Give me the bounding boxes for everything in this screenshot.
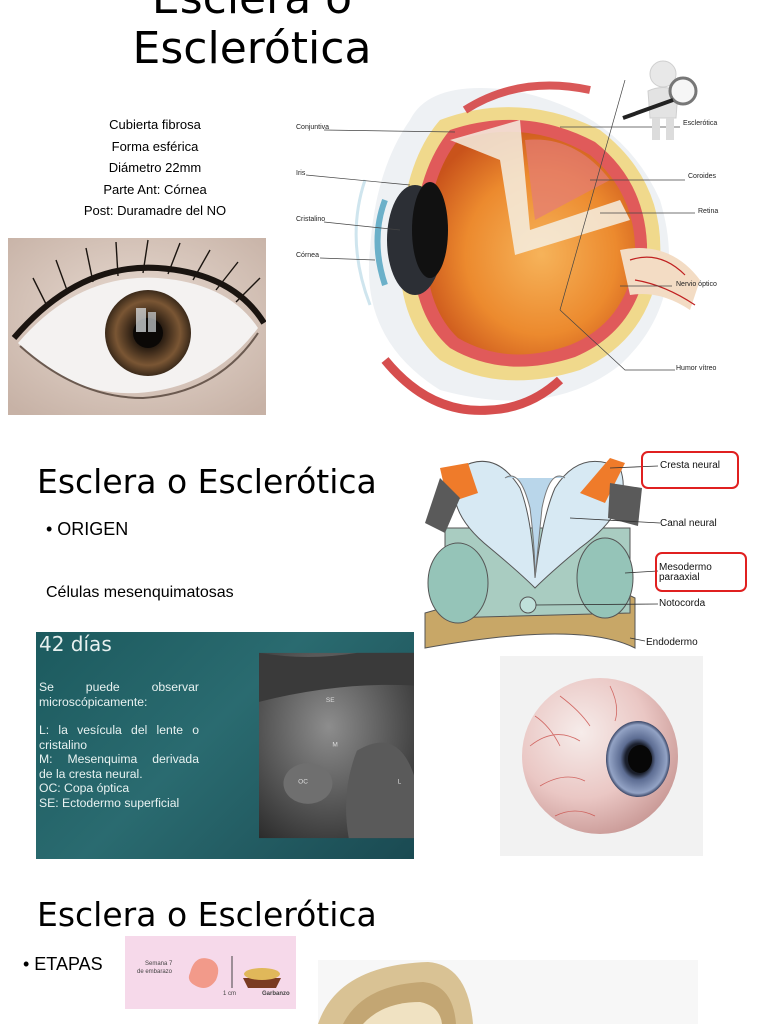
neural-tube-diagram [424,451,747,649]
bullet-etapas: • ETAPAS [23,954,103,974]
slide2-title: Esclera o Esclerótica [37,462,377,501]
label-endodermo: Endodermo [646,637,698,648]
day42-panel: 42 días Se puede observar microscópicame… [36,632,414,859]
day42-line: SE: Ectodermo superficial [39,795,180,810]
fact-item: Post: Duramadre del NO [83,203,227,218]
label-esclerotica: Esclerótica [683,120,718,127]
fact-item: Cubierta fibrosa [109,117,201,132]
title-line1: Esclera o [60,0,444,24]
day42-line: OC: Copa óptica [39,781,130,795]
week7-line1: Semana 7 [145,961,173,967]
day42-line: cristalino [39,737,88,752]
day42-title: 42 días [39,632,112,656]
label-retina: Retina [698,208,719,215]
label-iris: Iris [296,170,306,177]
week7-scale: 1 cm [223,991,237,997]
label-cristalino: Cristalino [296,216,326,223]
title-line2: Esclerótica [132,23,372,74]
label-mesodermo-line1: Mesodermo [659,562,712,573]
week7-line2: de embarazo [137,969,173,975]
fact-item: Diámetro 22mm [108,160,202,175]
day42-line: L: la vesícula del lente o [39,723,199,737]
label-humor-vitreo: Humor vítreo [676,365,717,372]
sem-label-m: M [332,742,337,749]
eye-anatomy-diagram [305,80,700,415]
sem-micrograph: SE M OC L [259,652,414,839]
bullet-origen: • ORIGEN [46,519,129,539]
embryo-chickpea-icon [188,956,281,988]
slide3-title: Esclera o Esclerótica [37,895,377,934]
day42-description: Se puede observar microscópicamente: L: … [39,680,199,810]
label-nervio-optico: Nervio óptico [676,281,717,288]
label-cresta-neural: Cresta neural [660,460,721,471]
slide1-title: Esclera o Esclerótica [60,0,444,74]
label-coroides: Coroides [688,173,717,180]
label-mesodermo-line2: paraaxial [659,572,700,583]
embryo-cross-section-image [318,960,698,1024]
eye-closeup-photo [8,238,266,415]
week7-card: Semana 7 de embarazo 1 cm Garbanzo [125,936,296,1009]
label-conjuntiva: Conjuntiva [296,124,330,131]
sem-label-se: SE [326,697,335,704]
label-canal-neural: Canal neural [660,518,717,529]
day42-line: microscópicamente: [39,694,148,709]
fact-item: Parte Ant: Córnea [103,181,207,197]
figure-magnifier-icon [622,60,698,140]
week7-food: Garbanzo [262,991,290,997]
fact-item: Forma esférica [111,138,199,154]
day42-line: Se puede observar [39,680,199,694]
day42-line: M: Mesenquima derivada [39,752,199,766]
sem-label-l: L [398,778,402,785]
sem-label-oc: OC [298,778,308,785]
eyeball-render [500,656,703,856]
facts-list: Cubierta fibrosa Forma esférica Diámetro… [40,114,270,222]
label-cornea: Córnea [296,252,319,259]
day42-line: de la cresta neural. [39,766,143,781]
label-mesodermo-paraaxial: Mesodermo paraaxial [659,563,712,583]
cells-text: Células mesenquimatosas [46,584,234,601]
label-notocorda: Notocorda [659,598,706,609]
